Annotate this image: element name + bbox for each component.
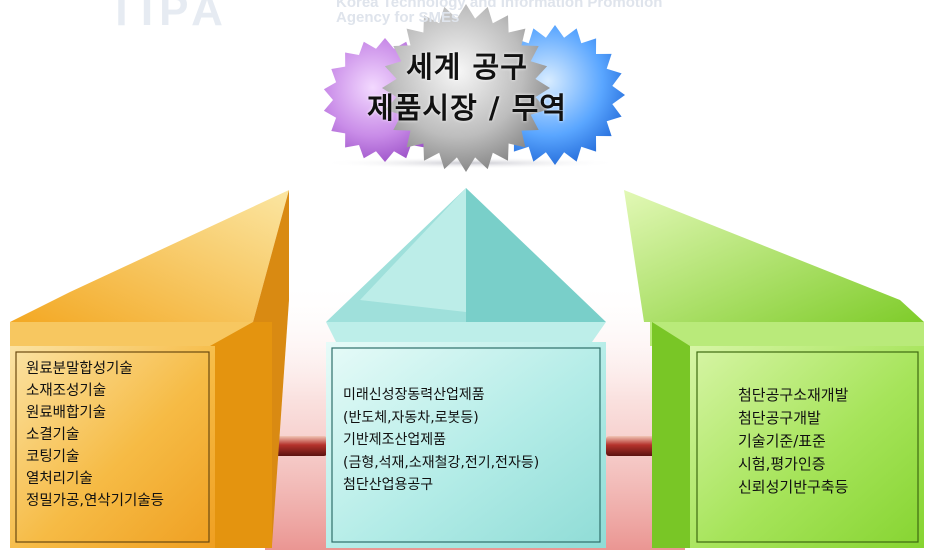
watermark-logo: TIPA <box>108 0 229 35</box>
title-line-2: 제품시장 / 무역 <box>367 91 567 125</box>
right-box-item: 기술기준/표준 <box>738 432 826 450</box>
left-box-item: 소재조성기술 <box>26 383 107 399</box>
center-pyramid-highlight <box>360 188 466 312</box>
left-box-item: 열처리기술 <box>26 471 93 487</box>
center-box-list: 미래신성장동력산업제품 (반도체,자동차,로봇등) 기반제조산업제품 (금형,석… <box>343 384 539 497</box>
left-box-item: 원료배합기술 <box>26 405 107 421</box>
center-box-item: (금형,석재,소재철강,전기,전자등) <box>343 454 540 471</box>
left-box-arm <box>10 190 289 322</box>
center-box-item: 첨단산업용공구 <box>343 477 434 493</box>
center-pyramid-right-face <box>466 188 606 322</box>
center-box-item: 미래신성장동력산업제품 <box>343 387 485 403</box>
right-box-item: 첨단공구소재개발 <box>738 386 849 404</box>
watermark-line-2: Agency for SMEs <box>336 9 460 26</box>
right-box-top <box>650 322 924 346</box>
right-box-arm <box>624 190 924 322</box>
left-box-front <box>10 346 215 548</box>
left-box-list: 원료분말합성기술 소재조성기술 원료배합기술 소결기술 코팅기술 열처리기술 정… <box>26 358 164 512</box>
right-box-item: 시험,평가인증 <box>738 455 826 473</box>
center-box <box>326 188 606 548</box>
left-box-item: 소결기술 <box>26 427 80 443</box>
center-box-item: 기반제조산업제품 <box>343 432 447 448</box>
center-box-item: (반도체,자동차,로봇등) <box>343 409 479 426</box>
left-box-item: 정밀가공,연삭기기술등 <box>26 493 165 509</box>
left-box-right-face <box>210 322 272 548</box>
gear-cluster <box>323 4 625 172</box>
right-box <box>624 190 924 548</box>
left-box-top <box>10 322 253 346</box>
right-box-front <box>690 346 924 548</box>
left-box-frame <box>15 351 210 543</box>
left-box <box>10 190 289 548</box>
title-line-1: 세계 공구 <box>406 50 528 84</box>
left-box-item: 원료분말합성기술 <box>26 361 133 377</box>
watermark-line-1: Korea Technology and Information Promoti… <box>336 0 663 11</box>
right-box-left-face <box>652 322 690 548</box>
right-box-list: 첨단공구소재개발 첨단공구개발 기술기준/표준 시험,평가인증 신뢰성기반구축등 <box>738 384 848 499</box>
grey-gear-icon <box>382 4 550 172</box>
left-box-item: 코팅기술 <box>26 449 80 465</box>
center-box-frame <box>331 347 601 543</box>
right-box-item: 첨단공구개발 <box>738 409 821 427</box>
center-box-top <box>326 322 606 342</box>
right-box-frame <box>696 351 919 543</box>
right-box-item: 신뢰성기반구축등 <box>738 478 849 496</box>
center-box-front <box>326 342 606 548</box>
